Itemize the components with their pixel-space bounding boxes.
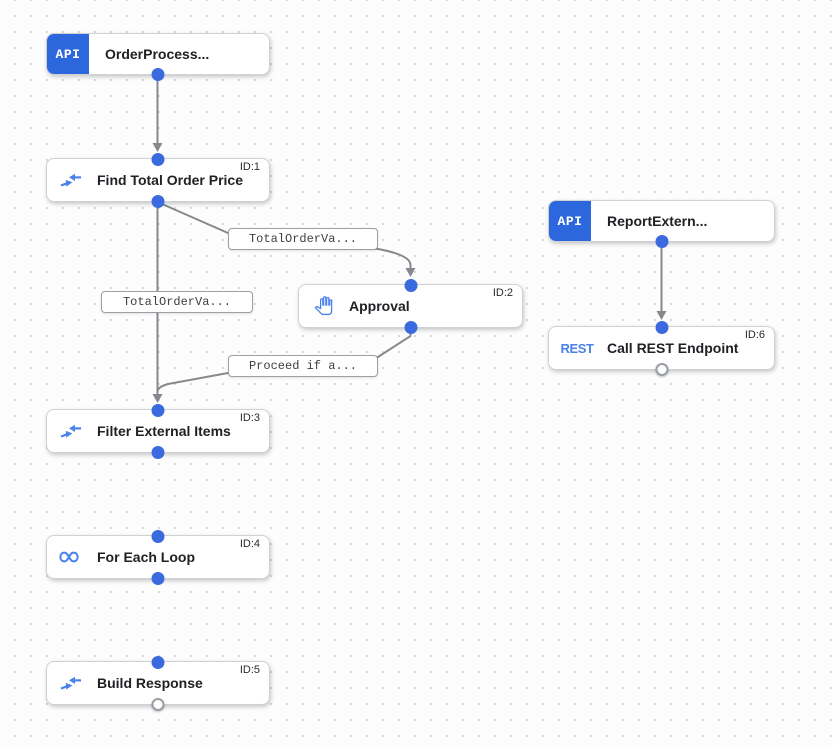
node-title: Call REST Endpoint <box>607 340 739 356</box>
edge-orderprocess-to-findtotal[interactable] <box>152 75 163 152</box>
task-id-badge: ID:1 <box>239 161 260 173</box>
node-title: For Each Loop <box>97 549 195 565</box>
task-node-for-each-loop[interactable]: ID:4 For Each Loop <box>46 529 270 585</box>
output-connector[interactable] <box>151 571 165 585</box>
data-mapping-icon <box>58 172 84 189</box>
task-id-badge: ID:6 <box>744 329 765 341</box>
input-connector[interactable] <box>404 278 417 292</box>
output-connector[interactable] <box>151 445 165 459</box>
trigger-node-orderprocess[interactable]: API OrderProcess... <box>46 33 270 81</box>
api-trigger-icon: API <box>549 201 591 241</box>
node-title: Filter External Items <box>97 423 231 439</box>
task-node-find-total-order-price[interactable]: ID:1 Find Total Order Price <box>46 152 270 208</box>
input-connector[interactable] <box>151 655 165 669</box>
task-id-badge: ID:3 <box>239 412 260 424</box>
edge-findtotal-to-approval[interactable] <box>157 201 416 277</box>
task-node-call-rest-endpoint[interactable]: ID:6 REST Call REST Endpoint <box>548 320 775 376</box>
data-mapping-icon <box>58 423 84 440</box>
node-title: OrderProcess... <box>105 46 210 62</box>
node-title: ReportExtern... <box>607 213 708 229</box>
edge-label-totalorder-1[interactable]: TotalOrderVa... <box>228 228 378 250</box>
input-connector[interactable] <box>655 320 668 334</box>
rest-text-icon: REST <box>560 340 594 356</box>
infinity-loop-icon <box>58 550 84 564</box>
data-mapping-icon <box>58 675 84 692</box>
output-connector[interactable] <box>404 320 417 334</box>
edge-label-proceed-if[interactable]: Proceed if a... <box>228 355 378 377</box>
api-trigger-icon: API <box>47 34 89 74</box>
trigger-node-reportextern[interactable]: API ReportExtern... <box>548 200 775 248</box>
task-node-filter-external-items[interactable]: ID:3 Filter External Items <box>46 403 270 459</box>
task-node-approval[interactable]: ID:2 Approval <box>298 278 523 334</box>
input-connector[interactable] <box>151 152 165 166</box>
task-id-badge: ID:2 <box>492 287 513 299</box>
output-connector[interactable] <box>151 194 165 208</box>
pan-tool-icon <box>310 296 336 316</box>
task-id-badge: ID:4 <box>239 538 260 550</box>
node-title: Find Total Order Price <box>97 172 243 188</box>
api-trigger-icon-label: API <box>557 213 583 229</box>
node-title: Build Response <box>97 675 203 691</box>
input-connector[interactable] <box>151 403 165 417</box>
edge-label-totalorder-2[interactable]: TotalOrderVa... <box>101 291 253 313</box>
output-connector[interactable] <box>655 234 668 248</box>
output-connector-open[interactable] <box>151 697 165 711</box>
task-id-badge: ID:5 <box>239 664 260 676</box>
output-connector-open[interactable] <box>655 362 668 376</box>
task-node-build-response[interactable]: ID:5 Build Response <box>46 655 270 711</box>
input-connector[interactable] <box>151 529 165 543</box>
edge-reportextern-to-callrest[interactable] <box>656 242 667 320</box>
output-connector[interactable] <box>151 67 165 81</box>
api-trigger-icon-label: API <box>55 46 81 62</box>
node-title: Approval <box>349 298 410 314</box>
